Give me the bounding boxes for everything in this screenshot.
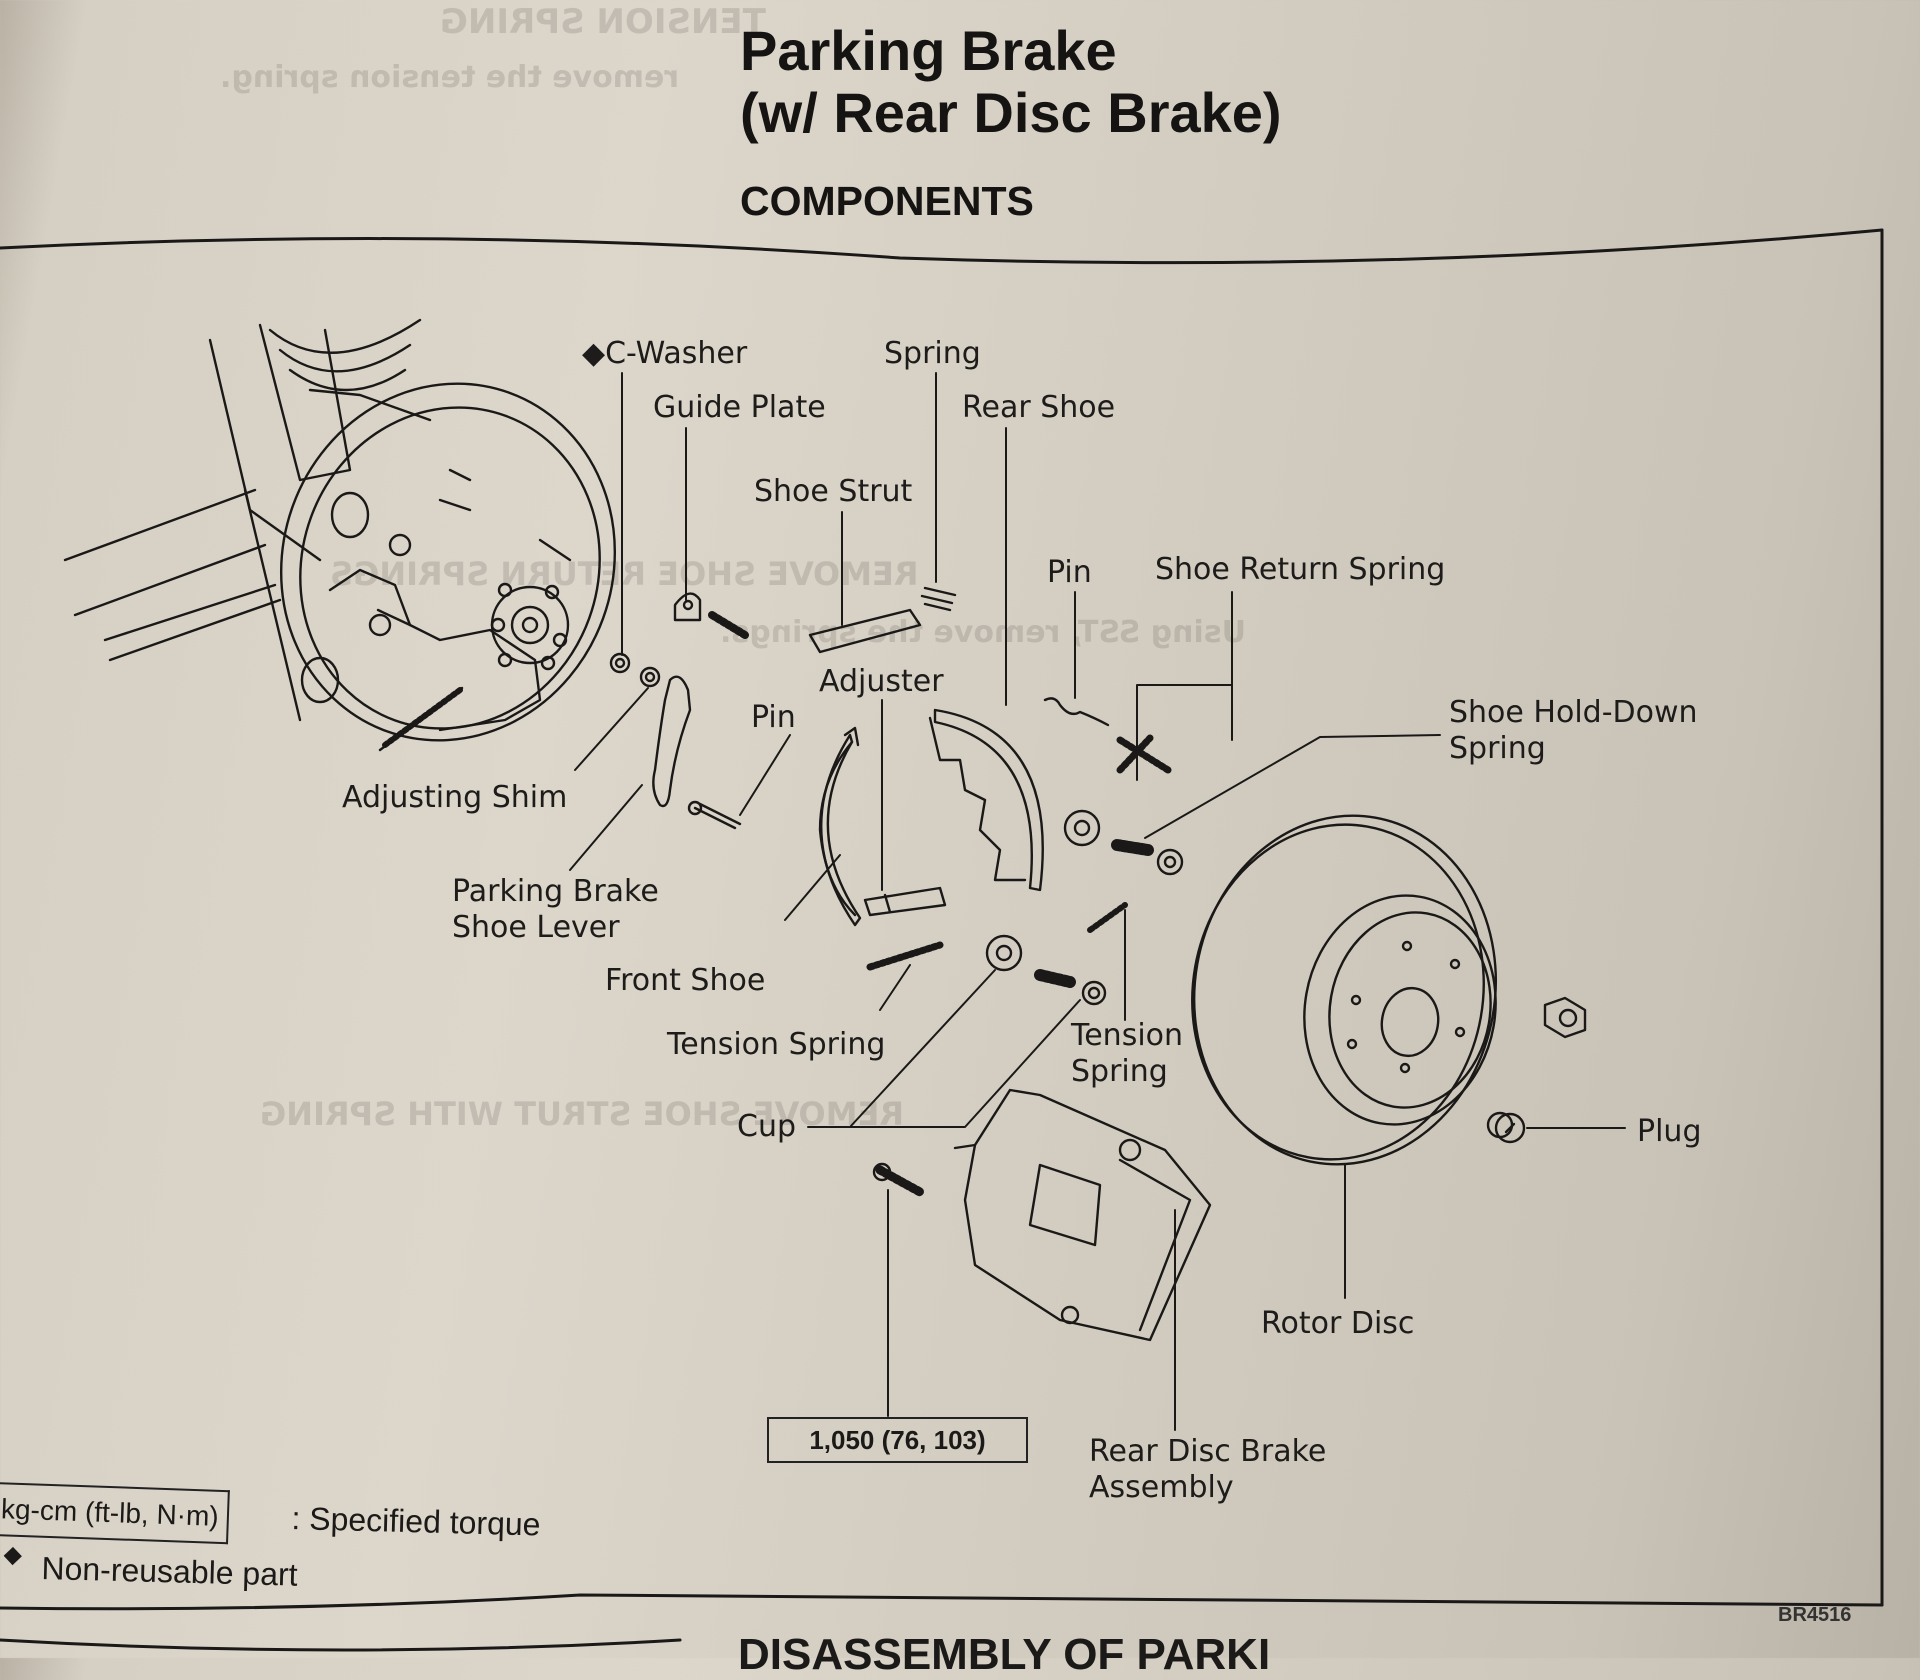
adjusting-shim-part (639, 666, 661, 688)
rotor-disc-part (1191, 814, 1498, 1166)
label-adjusting-shim: Adjusting Shim (342, 780, 568, 815)
caliper-bolt-part (872, 1162, 925, 1197)
label-adjuster: Adjuster (819, 664, 944, 699)
guide-plate-bolt (708, 611, 749, 639)
label-pin-top: Pin (1047, 555, 1092, 590)
next-section-heading: DISASSEMBLY OF PARKI (738, 1630, 1271, 1679)
page-title: Parking Brake (740, 19, 1117, 82)
label-pin-left: Pin (751, 700, 796, 735)
rear-disc-brake-assembly-part (953, 1088, 1212, 1342)
label-line: Shoe Lever (452, 910, 620, 945)
cup-part (985, 934, 1023, 972)
shoe-return-spring-part-2 (1116, 734, 1154, 774)
label-c-washer-text: C-Washer (605, 336, 748, 371)
pin-top-part (1043, 697, 1110, 727)
page-lower-rule (0, 1638, 682, 1652)
rear-shoe-part (933, 708, 1044, 892)
label-line: Rear Disc Brake (1089, 1434, 1327, 1469)
frame-bottom-border (0, 1593, 1884, 1611)
adjuster-part (863, 886, 947, 917)
tension-spring-right-part (1034, 969, 1076, 988)
frame-top-border (0, 228, 1884, 265)
legend-non-reusable-icon: ◆ (3, 1540, 23, 1569)
spring-part (920, 586, 957, 612)
hold-down-cup-part (1063, 809, 1101, 847)
non-reusable-icon: ◆ (582, 336, 606, 371)
label-line: Spring (1071, 1054, 1168, 1089)
label-front-shoe: Front Shoe (605, 963, 766, 998)
label-line: Spring (1449, 731, 1546, 766)
label-spring: Spring (884, 336, 981, 371)
tension-spring-left-part (866, 941, 944, 971)
label-tension-spring-left: Tension Spring (667, 1027, 886, 1062)
label-rotor-disc: Rotor Disc (1261, 1306, 1415, 1341)
hold-down-spring-part (1111, 839, 1154, 856)
label-line: Parking Brake (452, 874, 659, 909)
label-line: Shoe Hold-Down (1449, 695, 1698, 730)
label-guide-plate: Guide Plate (653, 390, 826, 425)
plug-part (1486, 1111, 1526, 1144)
legend-torque-unit-box: kg-cm (ft-lb, N·m) (0, 1482, 230, 1545)
shoe-strut-part (808, 608, 922, 654)
tension-spring-small-part (1087, 902, 1128, 933)
legend-non-reusable-description: Non-reusable part (41, 1550, 299, 1593)
label-c-washer: ◆C-Washer (582, 336, 747, 372)
label-shoe-return-spring: Shoe Return Spring (1155, 552, 1446, 587)
axle-hub-assembly (63, 318, 617, 752)
label-shoe-strut: Shoe Strut (754, 474, 913, 509)
hub-nut-part (1543, 996, 1587, 1039)
figure-code: BR4516 (1778, 1604, 1852, 1626)
leader-lines (569, 372, 1626, 1431)
torque-spec-box: 1,050 (76, 103) (767, 1417, 1028, 1463)
parking-brake-shoe-lever-part (652, 675, 692, 808)
pin-left-part (687, 800, 742, 830)
section-heading: COMPONENTS (740, 178, 1034, 224)
label-plug: Plug (1637, 1114, 1702, 1149)
shoe-return-spring-part-1 (1116, 736, 1172, 774)
guide-plate-part (673, 592, 702, 622)
legend-torque-description: : Specified torque (291, 1500, 541, 1543)
c-washer-part (609, 652, 631, 674)
tension-washer-part (1081, 980, 1107, 1006)
label-line: Assembly (1089, 1470, 1234, 1505)
label-cup: Cup (737, 1109, 797, 1144)
label-rear-shoe: Rear Shoe (962, 390, 1116, 425)
label-line: Tension (1071, 1018, 1184, 1053)
hold-down-washer-part (1156, 848, 1184, 876)
page-subtitle: (w/ Rear Disc Brake) (740, 81, 1282, 144)
